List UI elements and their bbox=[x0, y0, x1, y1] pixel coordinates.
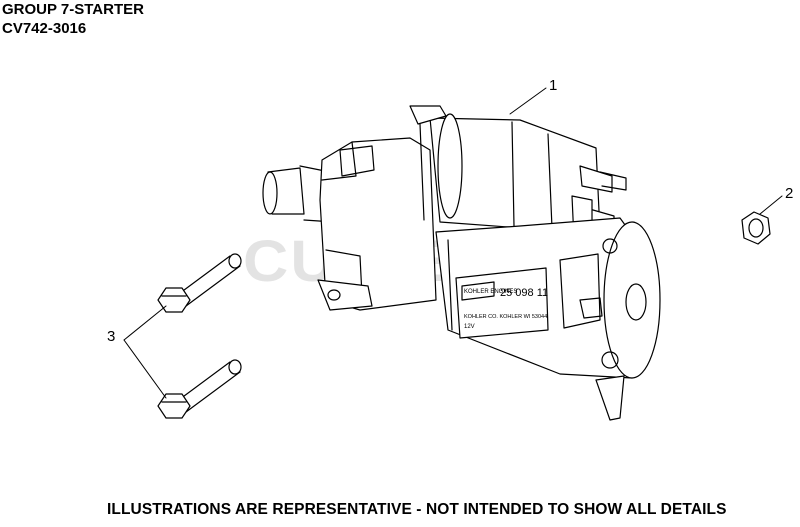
nameplate-line2: KOHLER CO. KOHLER WI 53044 bbox=[464, 314, 547, 320]
nameplate-line3: 12V bbox=[464, 324, 475, 330]
nameplate-brand: KOHLER ENGINES bbox=[464, 289, 517, 295]
nameplate-part: 25 098 11 bbox=[500, 287, 548, 299]
disclaimer-footer: ILLUSTRATIONS ARE REPRESENTATIVE - NOT I… bbox=[107, 501, 727, 518]
starter-motor[interactable] bbox=[262, 105, 661, 421]
mounting-bolt-lower[interactable] bbox=[157, 359, 242, 419]
mounting-bolt-upper[interactable] bbox=[157, 253, 242, 313]
callout-1: 1 bbox=[549, 77, 558, 94]
model-number: CV742-3016 bbox=[2, 20, 87, 37]
hex-nut[interactable] bbox=[741, 211, 771, 245]
leader-line-3b bbox=[123, 339, 167, 399]
leader-line-3a bbox=[123, 305, 167, 341]
leader-line-1 bbox=[509, 87, 547, 115]
leader-line-2 bbox=[759, 195, 783, 215]
callout-2: 2 bbox=[785, 185, 794, 202]
callout-3: 3 bbox=[107, 328, 116, 345]
nameplate bbox=[455, 267, 549, 339]
group-title: GROUP 7-STARTER bbox=[2, 1, 144, 18]
